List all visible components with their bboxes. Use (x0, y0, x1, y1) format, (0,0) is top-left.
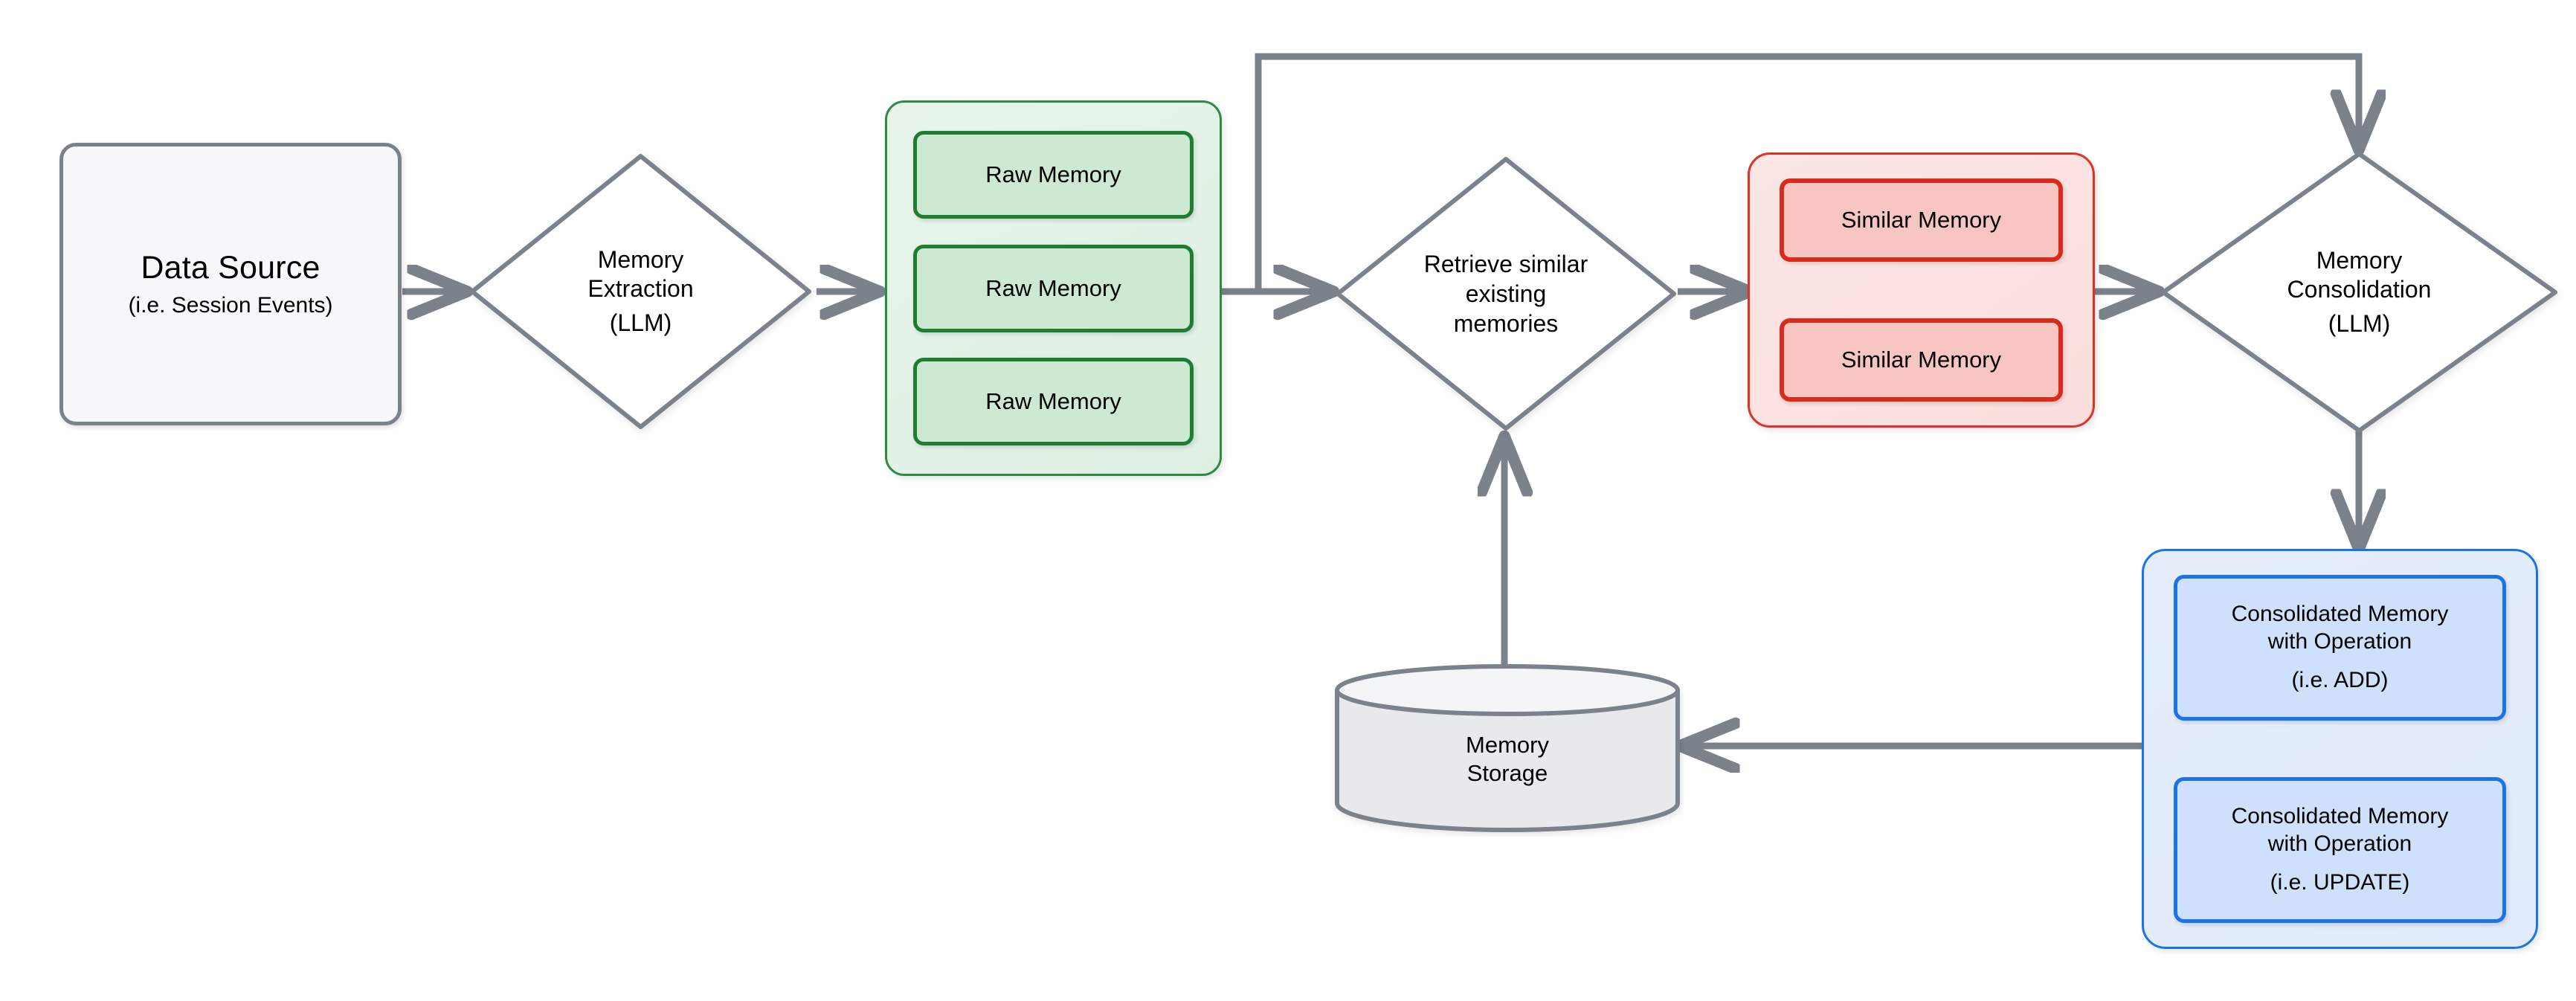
memory-storage-label: Memory Storage (1331, 662, 1684, 837)
node-retrieve-similar-memories[interactable]: Retrieve similar existing memories (1331, 152, 1681, 435)
group-consolidated-memory: Consolidated Memory with Operation (i.e.… (2142, 549, 2538, 949)
memory-consolidation-line1: Memory (2316, 247, 2403, 274)
memory-extraction-label: Memory Extraction (LLM) (465, 149, 817, 434)
data-source-title: Data Source (141, 249, 321, 286)
retrieve-line2: existing (1465, 280, 1547, 307)
memory-extraction-subtitle: (LLM) (609, 309, 672, 336)
raw-memory-label: Raw Memory (985, 161, 1121, 187)
memory-consolidation-label: Memory Consolidation (LLM) (2157, 147, 2562, 437)
consolidated-update-line2: with Operation (2267, 831, 2412, 856)
chip-raw-memory[interactable]: Raw Memory (913, 244, 1194, 332)
consolidated-add-line2: with Operation (2267, 628, 2412, 654)
similar-memory-label: Similar Memory (1841, 207, 2002, 233)
raw-memory-label: Raw Memory (985, 274, 1121, 301)
memory-extraction-line1: Memory (597, 246, 684, 274)
memory-consolidation-subtitle: (LLM) (2328, 309, 2391, 337)
group-similar-memory: Similar Memory Similar Memory (1748, 152, 2095, 428)
chip-similar-memory[interactable]: Similar Memory (1780, 318, 2063, 402)
node-data-source[interactable]: Data Source (i.e. Session Events) (59, 143, 402, 425)
diamond-shape (470, 154, 811, 429)
group-raw-memory: Raw Memory Raw Memory Raw Memory (885, 100, 1222, 476)
diamond-shape (2161, 152, 2557, 433)
retrieve-similar-label: Retrieve similar existing memories (1331, 152, 1681, 435)
consolidated-add-operation: (i.e. ADD) (2291, 668, 2389, 693)
memory-storage-line2: Storage (1466, 759, 1548, 786)
chip-consolidated-memory-add[interactable]: Consolidated Memory with Operation (i.e.… (2174, 575, 2506, 721)
memory-consolidation-line2: Consolidation (2287, 276, 2432, 303)
retrieve-line3: memories (1453, 310, 1559, 338)
similar-memory-label: Similar Memory (1841, 347, 2002, 373)
raw-memory-label: Raw Memory (985, 388, 1121, 414)
cylinder-shape (1335, 664, 1680, 832)
memory-extraction-line2: Extraction (587, 275, 694, 303)
chip-consolidated-memory-update[interactable]: Consolidated Memory with Operation (i.e.… (2174, 777, 2506, 923)
chip-raw-memory[interactable]: Raw Memory (913, 131, 1194, 219)
node-memory-extraction[interactable]: Memory Extraction (LLM) (465, 149, 817, 434)
consolidated-add-line1: Consolidated Memory (2231, 602, 2449, 627)
consolidated-update-line1: Consolidated Memory (2231, 804, 2449, 829)
consolidated-update-operation: (i.e. UPDATE) (2270, 870, 2410, 895)
node-memory-storage[interactable]: Memory Storage (1331, 662, 1684, 837)
memory-storage-line1: Memory (1466, 731, 1549, 758)
diamond-shape (1336, 157, 1676, 431)
node-memory-consolidation[interactable]: Memory Consolidation (LLM) (2157, 147, 2562, 437)
data-source-subtitle: (i.e. Session Events) (128, 293, 333, 318)
chip-raw-memory[interactable]: Raw Memory (913, 358, 1194, 445)
chip-similar-memory[interactable]: Similar Memory (1780, 178, 2063, 262)
retrieve-line1: Retrieve similar (1423, 250, 1588, 277)
